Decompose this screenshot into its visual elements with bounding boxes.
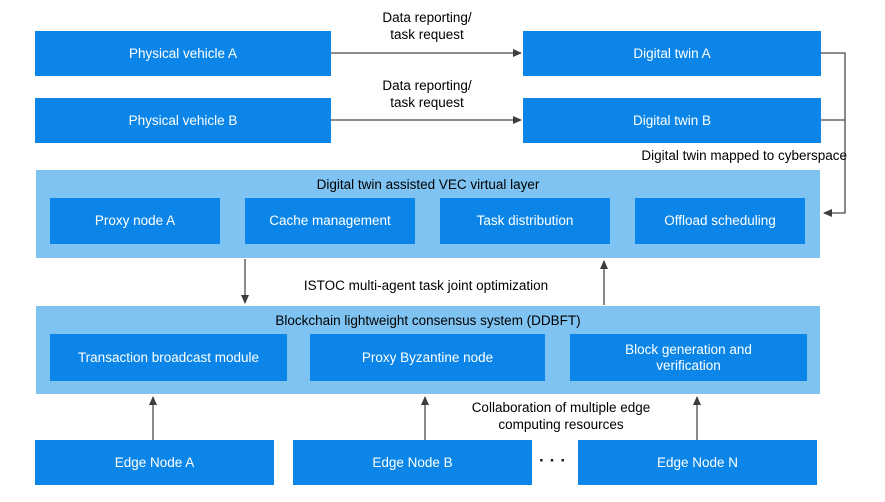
blockchain-layer-title: Blockchain lightweight consensus system … bbox=[275, 313, 581, 328]
transaction-broadcast-module-box: Transaction broadcast module bbox=[50, 334, 287, 381]
offload-scheduling-box: Offload scheduling bbox=[635, 198, 805, 244]
proxy-byzantine-node-box: Proxy Byzantine node bbox=[310, 334, 545, 381]
physical-vehicle-a-box: Physical vehicle A bbox=[35, 31, 331, 76]
edge-node-b-box: Edge Node B bbox=[293, 440, 532, 485]
mapped-to-cyberspace-label: Digital twin mapped to cyberspace bbox=[641, 148, 847, 163]
data-reporting-label-b: Data reporting/ task request bbox=[382, 78, 472, 110]
collaboration-label: Collaboration of multiple edge computing… bbox=[471, 400, 651, 432]
data-reporting-label-a: Data reporting/ task request bbox=[382, 10, 472, 42]
physical-vehicle-b-box: Physical vehicle B bbox=[35, 98, 331, 143]
task-distribution-box: Task distribution bbox=[440, 198, 610, 244]
proxy-node-a-box: Proxy node A bbox=[50, 198, 220, 244]
vec-layer-title: Digital twin assisted VEC virtual layer bbox=[316, 177, 540, 192]
edge-node-n-box: Edge Node N bbox=[578, 440, 817, 485]
digital-twin-b-box: Digital twin B bbox=[523, 98, 821, 143]
cache-management-box: Cache management bbox=[245, 198, 415, 244]
arrow-twins-to-vec bbox=[821, 52, 846, 217]
block-generation-verification-box: Block generation and verification bbox=[570, 334, 807, 381]
ellipsis-label: ··· bbox=[539, 451, 571, 470]
istoc-label: ISTOC multi-agent task joint optimizatio… bbox=[303, 278, 549, 293]
edge-node-a-box: Edge Node A bbox=[35, 440, 274, 485]
digital-twin-a-box: Digital twin A bbox=[523, 31, 821, 76]
